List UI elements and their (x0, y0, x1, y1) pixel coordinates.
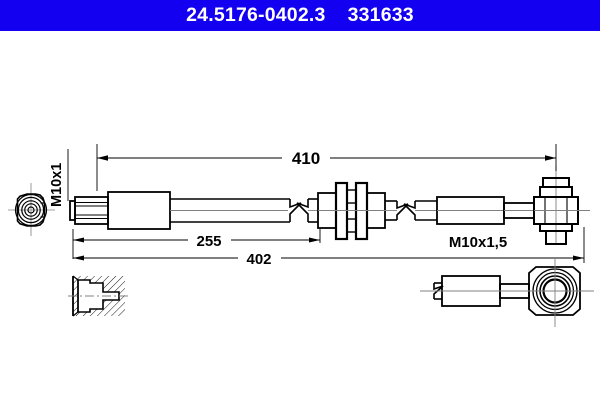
dimension-402: 402 (73, 227, 585, 268)
eye-detail-break (433, 283, 444, 299)
left-threaded-fitting (69, 196, 109, 225)
dim402-arrow-left (73, 255, 84, 261)
hose-section-left (170, 198, 318, 223)
header-part-number: 24.5176-0402.3 (186, 3, 326, 26)
center-bracket-assembly (317, 181, 386, 241)
end-view-circle-4 (24, 203, 38, 217)
dim410-text: 410 (292, 149, 320, 168)
end-view-circle-1 (14, 193, 48, 227)
end-view-circle-3 (21, 200, 41, 220)
end-view-circle-2 (17, 196, 45, 224)
dim410-arrow-right (545, 155, 556, 161)
section-chamfer-bottom (72, 311, 79, 317)
dim402-arrow-right (573, 255, 584, 261)
dim255-arrow-left (73, 237, 84, 243)
right-ferrule (436, 196, 505, 225)
header-bar: 24.5176-0402.3 331633 (0, 0, 600, 31)
left-thread-body (74, 196, 109, 225)
hose2-break-left (396, 201, 409, 220)
hose2-break-right (403, 201, 416, 220)
section-chamfer-top (72, 275, 79, 281)
dim402-text: 402 (246, 251, 271, 268)
right-neck (503, 202, 535, 219)
dim410-arrow-left (97, 155, 108, 161)
banjo-eye-detail (420, 259, 594, 327)
bracket-collar-1 (334, 181, 349, 241)
hose-section-right (385, 200, 437, 221)
end-view-circle-5 (27, 206, 35, 214)
thread-left-label-group: M10x1 (49, 149, 69, 207)
bracket-groove (346, 189, 357, 233)
left-ferrule-body (107, 191, 171, 230)
header-article-number: 331633 (347, 3, 414, 26)
dim255-text: 255 (196, 233, 221, 250)
section-bore-outline (77, 279, 120, 313)
right-banjo-fitting (533, 165, 590, 245)
brake-hose-diagram: M10x1 (8, 144, 594, 327)
dimension-410: 410 (96, 144, 557, 191)
thread-right-label: M10x1,5 (449, 234, 507, 251)
section-detail-left (68, 275, 128, 317)
eye-detail-square-body (528, 266, 581, 316)
thread-left-label: M10x1 (49, 163, 65, 207)
dimension-255: 255 (72, 229, 321, 259)
hose1-break-left (289, 199, 302, 222)
technical-drawing-canvas: M10x1 (0, 31, 600, 400)
banjo-stud (545, 230, 567, 245)
left-end-view (8, 183, 55, 236)
hose1-break-right (296, 199, 309, 222)
bracket-collar-2 (354, 181, 369, 241)
dim255-arrow-right (309, 237, 320, 243)
left-ferrule (107, 191, 171, 230)
